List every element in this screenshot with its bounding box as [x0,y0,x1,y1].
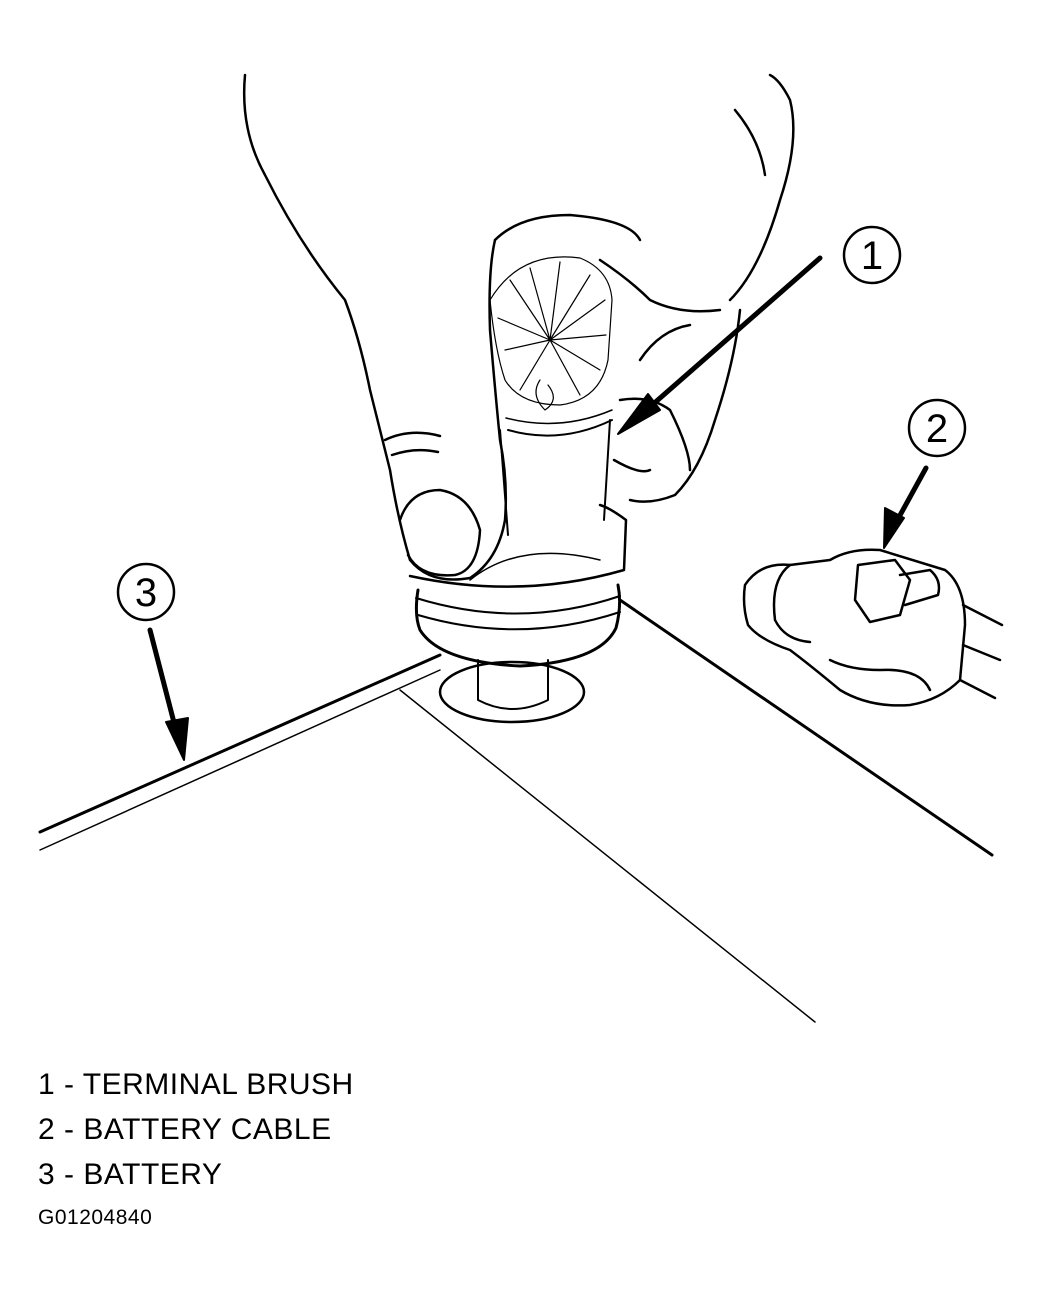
battery-outline [38,598,994,1023]
terminal-brush [408,409,628,668]
callout-3 [116,562,189,761]
callout-1 [617,225,902,435]
callout-2 [883,398,967,549]
figure-id: G01204840 [38,1206,153,1229]
callout-3-number: 3 [135,571,157,615]
battery-cable-clamp [742,548,1004,707]
hand [242,73,795,581]
legend-item-battery: 3 - BATTERY [38,1158,223,1191]
callout-1-number: 1 [861,234,883,278]
callout-2-number: 2 [926,407,948,451]
brush-bristles [489,256,613,411]
battery-post [438,659,586,724]
legend: 1 - TERMINAL BRUSH 2 - BATTERY CABLE 3 -… [38,1062,354,1197]
legend-item-terminal-brush: 1 - TERMINAL BRUSH [38,1068,354,1101]
legend-item-battery-cable: 2 - BATTERY CABLE [38,1113,332,1146]
